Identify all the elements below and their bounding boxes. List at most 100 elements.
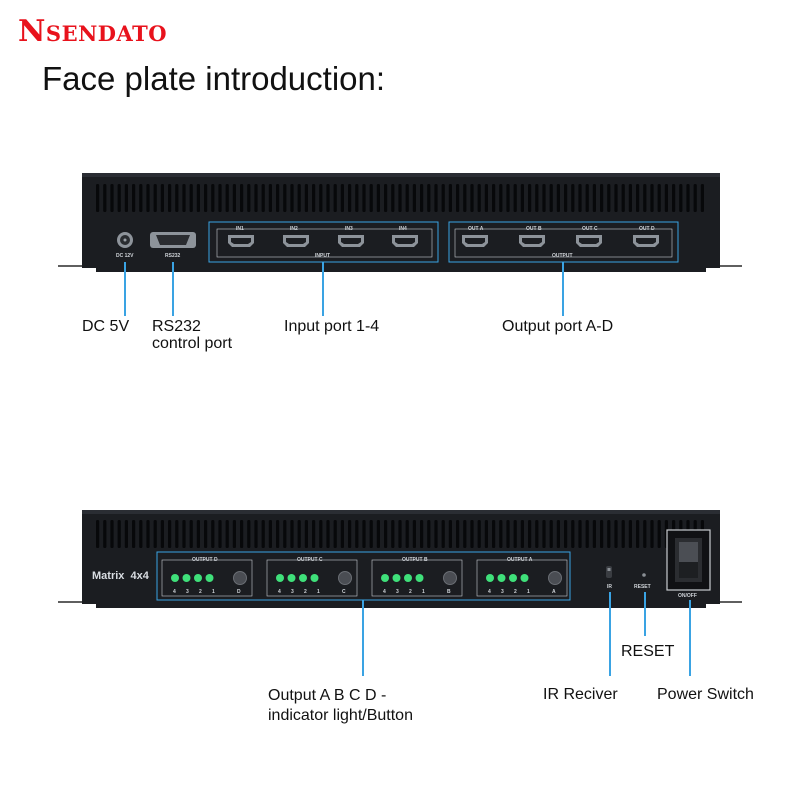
input-ports bbox=[228, 235, 418, 247]
output-group-number: 1 bbox=[212, 589, 215, 595]
output-port-label-a: OUT A bbox=[468, 226, 484, 232]
vent-slot bbox=[139, 184, 143, 212]
output-group-box bbox=[266, 559, 358, 597]
vent-slot bbox=[657, 520, 661, 548]
vent-slot bbox=[571, 184, 575, 212]
vent-slot bbox=[182, 520, 186, 548]
output-group-title: OUTPUT B bbox=[402, 557, 428, 563]
vent-slot bbox=[636, 184, 640, 212]
output-select-button[interactable] bbox=[443, 571, 457, 585]
reset-label: RESET bbox=[634, 584, 651, 590]
output-group-number: 3 bbox=[291, 589, 294, 595]
output-group-number: 2 bbox=[514, 589, 517, 595]
vent-slot bbox=[96, 520, 100, 548]
dc-port-label: DC 12V bbox=[116, 253, 134, 259]
input-port-label-4: IN4 bbox=[399, 226, 407, 232]
vent-slot bbox=[621, 184, 625, 212]
vent-slot bbox=[513, 184, 517, 212]
vent-slot bbox=[672, 184, 676, 212]
callout-output-line2: indicator light/Button bbox=[268, 707, 413, 724]
vent-slot bbox=[592, 520, 596, 548]
vent-slot bbox=[484, 520, 488, 548]
vent-slot bbox=[693, 184, 697, 212]
vent-slot bbox=[160, 184, 164, 212]
output-group-number: 1 bbox=[317, 589, 320, 595]
vent-slot bbox=[520, 184, 524, 212]
vent-slot bbox=[333, 184, 337, 212]
vent-slot bbox=[153, 184, 157, 212]
vent-slot bbox=[650, 520, 654, 548]
front-callout-lines bbox=[362, 592, 691, 676]
vent-slot bbox=[117, 184, 121, 212]
vent-slot bbox=[542, 184, 546, 212]
vent-slot bbox=[391, 184, 395, 212]
vent-slot bbox=[117, 520, 121, 548]
vent-slot bbox=[448, 184, 452, 212]
vent-slot bbox=[348, 184, 352, 212]
vent-slot bbox=[326, 520, 330, 548]
vent-slot bbox=[283, 184, 287, 212]
vent-slot bbox=[225, 184, 229, 212]
vent-slot bbox=[556, 520, 560, 548]
vent-slot bbox=[607, 184, 611, 212]
indicator-led bbox=[194, 574, 202, 582]
vent-slot bbox=[434, 184, 438, 212]
vent-slot bbox=[643, 520, 647, 548]
vent-slot bbox=[261, 184, 265, 212]
output-group-number: 2 bbox=[409, 589, 412, 595]
vent-slot bbox=[700, 184, 704, 212]
vent-slot bbox=[132, 184, 136, 212]
vent-slot bbox=[535, 184, 539, 212]
vent-slot bbox=[405, 184, 409, 212]
indicator-led bbox=[276, 574, 284, 582]
vent-slot bbox=[283, 520, 287, 548]
rear-callout-lines bbox=[124, 262, 564, 316]
vent-slot bbox=[175, 520, 179, 548]
vent-slot bbox=[456, 520, 460, 548]
vent-slot bbox=[290, 184, 294, 212]
callout-output-indicator: Output A B C D - indicator light/Button bbox=[268, 686, 413, 726]
vent-slot bbox=[254, 520, 258, 548]
indicator-led bbox=[392, 574, 401, 582]
vent-slot bbox=[153, 520, 157, 548]
vent-slot bbox=[477, 184, 481, 212]
output-select-button[interactable] bbox=[548, 571, 562, 585]
vent-slot bbox=[376, 520, 380, 548]
vent-slot bbox=[211, 520, 215, 548]
output-group-title: OUTPUT C bbox=[297, 557, 323, 563]
callout-output: Output port A-D bbox=[502, 318, 614, 335]
output-group-box bbox=[476, 559, 568, 597]
vent-slot bbox=[139, 520, 143, 548]
ir-label: IR bbox=[607, 584, 612, 590]
vent-slot bbox=[168, 520, 172, 548]
vent-slot bbox=[600, 184, 604, 212]
vent-slot bbox=[110, 184, 114, 212]
vent-slot bbox=[470, 184, 474, 212]
vent-slot bbox=[686, 184, 690, 212]
vent-slot bbox=[535, 520, 539, 548]
vent-slot bbox=[499, 184, 503, 212]
vent-slot bbox=[384, 184, 388, 212]
vent-slot bbox=[477, 520, 481, 548]
vent-slot bbox=[398, 184, 402, 212]
vent-slot bbox=[607, 520, 611, 548]
output-group-number: 2 bbox=[304, 589, 307, 595]
indicator-led bbox=[415, 574, 424, 582]
vent-slot bbox=[405, 520, 409, 548]
vent-slot bbox=[240, 184, 244, 212]
vent-slot bbox=[628, 520, 632, 548]
vent-slot bbox=[434, 520, 438, 548]
vent-slot bbox=[657, 184, 661, 212]
vent-slot bbox=[247, 184, 251, 212]
output-group-number: 3 bbox=[186, 589, 189, 595]
output-group-number: 3 bbox=[501, 589, 504, 595]
vent-slot bbox=[168, 184, 172, 212]
rs232-port-label: RS232 bbox=[165, 253, 181, 259]
output-select-button[interactable] bbox=[233, 571, 247, 585]
output-group-number: 1 bbox=[527, 589, 530, 595]
ir-receiver bbox=[606, 566, 612, 578]
output-group-number: 1 bbox=[422, 589, 425, 595]
indicator-led bbox=[381, 574, 389, 582]
vent-slot bbox=[312, 184, 316, 212]
output-select-button[interactable] bbox=[338, 571, 352, 585]
